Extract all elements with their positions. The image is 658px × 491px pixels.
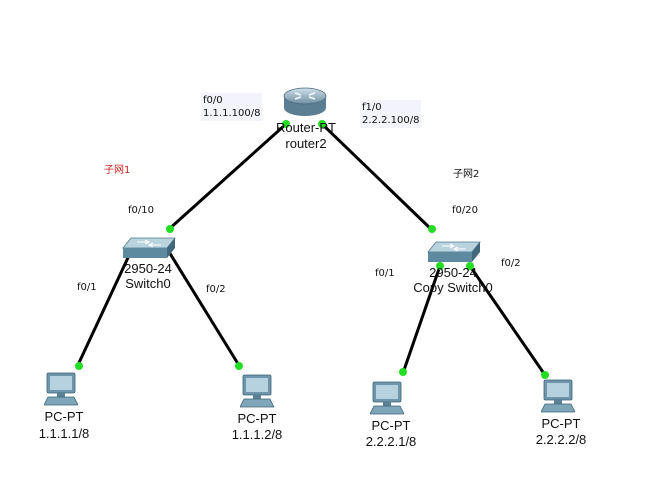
subnet1-label: 子网1 — [104, 165, 131, 176]
link-router-switch0[interactable] — [166, 122, 288, 232]
switch0-port1: f0/1 — [77, 282, 97, 293]
router-if-right-label: f1/0 2.2.2.100/8 — [360, 100, 422, 128]
pc2-model: PC-PT — [371, 418, 411, 433]
pc-icon[interactable] — [240, 374, 274, 408]
port-dot — [166, 225, 174, 233]
port-dot — [282, 120, 290, 128]
port-dot — [436, 262, 444, 270]
switch-icon[interactable] — [426, 240, 482, 264]
switch1-port2: f0/2 — [501, 258, 521, 269]
port-dot — [318, 120, 326, 128]
router-model: Router-PT — [276, 120, 336, 135]
pc-icon[interactable] — [370, 381, 404, 415]
link-switch1-pc3[interactable] — [468, 265, 547, 376]
link-switch0-pc1[interactable] — [164, 246, 242, 368]
subnet2-label: 子网2 — [453, 169, 480, 180]
switch0-model: 2950-24 — [124, 261, 172, 276]
link-switch0-pc0[interactable] — [75, 246, 135, 368]
pc-icon[interactable] — [44, 372, 78, 406]
switch0-port2: f0/2 — [206, 284, 226, 295]
router-if-left-ip: 1.1.1.100/8 — [203, 108, 261, 119]
pc-icon[interactable] — [541, 379, 575, 413]
router-if-left-label: f0/0 1.1.1.100/8 — [201, 93, 263, 121]
pc0-model: PC-PT — [44, 409, 84, 424]
switch0-uplink-port: f0/10 — [128, 205, 154, 216]
port-dot — [466, 262, 474, 270]
port-dot — [235, 362, 243, 370]
router-if-right-name: f1/0 — [362, 102, 382, 113]
router-if-right-ip: 2.2.2.100/8 — [362, 115, 420, 126]
router-icon[interactable] — [281, 87, 329, 119]
link-router-switch1[interactable] — [320, 122, 434, 232]
link-switch1-pc2[interactable] — [401, 265, 442, 374]
pc0-ip: 1.1.1.1/8 — [38, 426, 90, 441]
port-dot — [428, 225, 436, 233]
pc1-model: PC-PT — [237, 411, 277, 426]
switch1-model: 2950-24 — [429, 265, 477, 280]
switch1-name: Copy Switch0 — [413, 280, 493, 295]
port-dot — [399, 368, 407, 376]
switch1-uplink-port: f0/20 — [452, 205, 478, 216]
port-dot — [75, 362, 83, 370]
switch-icon[interactable] — [121, 236, 177, 260]
pc2-ip: 2.2.2.1/8 — [365, 434, 417, 449]
switch0-name: Switch0 — [125, 276, 171, 291]
router-if-left-name: f0/0 — [203, 95, 223, 106]
port-dot — [541, 371, 549, 379]
pc3-model: PC-PT — [541, 416, 581, 431]
switch1-port1: f0/1 — [375, 268, 395, 279]
pc1-ip: 1.1.1.2/8 — [231, 427, 283, 442]
router-name: router2 — [285, 136, 327, 151]
pc3-ip: 2.2.2.2/8 — [535, 432, 587, 447]
